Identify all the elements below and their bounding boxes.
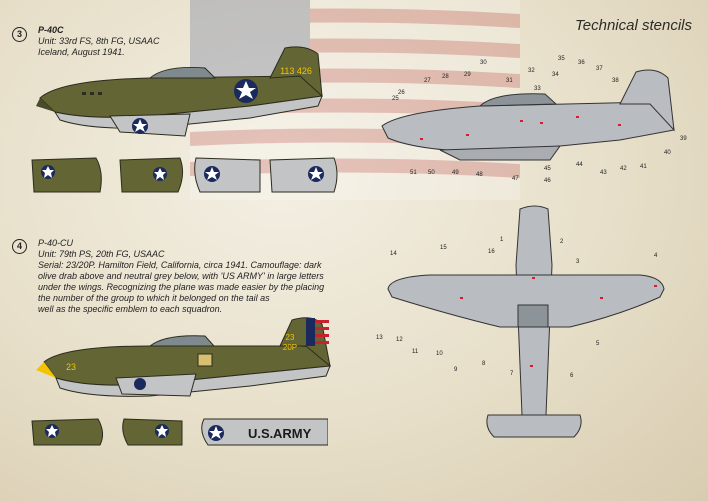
side-callout-38: 38 <box>612 78 619 84</box>
side-callout-28: 28 <box>442 74 449 80</box>
side-callout-43: 43 <box>600 170 607 176</box>
side-callout-30: 30 <box>480 60 487 66</box>
side-callout-27: 27 <box>424 78 431 84</box>
squadron-emblem-icon <box>197 353 213 367</box>
profile1-caption: P-40C Unit: 33rd FS, 8th FG, USAAC Icela… <box>38 25 160 58</box>
side-callout-32: 32 <box>528 68 535 74</box>
side-callout-37: 37 <box>596 66 603 72</box>
profile2-line-6: well as the specific emblem to each squa… <box>38 304 223 314</box>
side-callout-50: 50 <box>428 170 435 176</box>
plan-callout-1: 1 <box>500 237 504 243</box>
profile2-name: P-40-CU <box>38 238 74 248</box>
profile2-tail-code-top: 23 <box>286 333 295 342</box>
side-callout-51: 51 <box>410 170 417 176</box>
side-callout-39: 39 <box>680 136 687 142</box>
side-callout-34: 34 <box>552 72 559 78</box>
profile2-line-3: olive drab above and neutral grey below,… <box>38 271 324 281</box>
plan-callout-13: 13 <box>376 335 383 341</box>
profile1-tail-code: 113 426 <box>280 66 312 76</box>
side-callout-47: 47 <box>512 176 519 182</box>
plan-callout-7: 7 <box>510 371 514 377</box>
side-callout-26: 26 <box>398 90 405 96</box>
profile1-wings <box>31 157 338 193</box>
profile2-wings: U.S. ARMY <box>31 418 328 446</box>
profile-number-3: 3 <box>12 27 27 42</box>
plan-callout-6: 6 <box>570 373 574 379</box>
profile2-line-2: Serial: 23/20P. Hamilton Field, Californ… <box>38 260 322 270</box>
plan-callout-14: 14 <box>390 251 397 257</box>
plan-callout-9: 9 <box>454 367 458 373</box>
profile2-line-4: under the wings. Recognizing the plane w… <box>38 282 325 292</box>
plan-callout-15: 15 <box>440 245 447 251</box>
plan-callout-12: 12 <box>396 337 403 343</box>
side-callout-25: 25 <box>392 96 399 102</box>
plan-callout-11: 11 <box>412 349 419 355</box>
wing-text-us: U.S. <box>248 426 273 441</box>
side-callout-42: 42 <box>620 166 627 172</box>
plan-callout-2: 2 <box>560 239 564 245</box>
side-callout-46: 46 <box>544 178 551 184</box>
plan-callout-8: 8 <box>482 361 486 367</box>
profile1-side-view: 113 426 <box>36 46 323 137</box>
side-callout-49: 49 <box>452 170 459 176</box>
plan-stencil-marks <box>460 277 657 367</box>
side-callout-33: 33 <box>534 86 541 92</box>
profile1-line-2: Iceland, August 1941. <box>38 47 125 57</box>
plan-callout-4: 4 <box>654 253 658 259</box>
wing-text-army: ARMY <box>273 426 312 441</box>
profile2-caption: P-40-CU Unit: 79th PS, 20th FG, USAAC Se… <box>38 238 368 315</box>
side-callout-29: 29 <box>464 72 471 78</box>
profile1-name: P-40C <box>38 25 64 35</box>
profile2-line-1: Unit: 79th PS, 20th FG, USAAC <box>38 249 165 259</box>
profile2-nose-code: 23 <box>66 362 76 372</box>
profile1-line-1: Unit: 33rd FS, 8th FG, USAAC <box>38 36 160 46</box>
plan-callout-5: 5 <box>596 341 600 347</box>
profile2-tail-code-bottom: 20P <box>283 343 297 352</box>
plan-callout-16: 16 <box>488 249 495 255</box>
side-callout-44: 44 <box>576 162 583 168</box>
profile2-line-5: the number of the group to which it belo… <box>38 293 270 303</box>
page-title: Technical stencils <box>574 17 692 34</box>
side-callout-48: 48 <box>476 172 483 178</box>
side-stencil-marks <box>420 116 621 140</box>
side-callout-31: 31 <box>506 78 513 84</box>
profile2-side-view: 23 23 20P <box>36 317 331 397</box>
profile-number-4: 4 <box>12 239 27 254</box>
side-callout-36: 36 <box>578 60 585 66</box>
plan-callout-3: 3 <box>576 259 580 265</box>
side-callout-40: 40 <box>664 150 671 156</box>
side-callout-35: 35 <box>558 56 565 62</box>
plan-callout-10: 10 <box>436 351 443 357</box>
side-callout-41: 41 <box>640 164 647 170</box>
side-callout-45: 45 <box>544 166 551 172</box>
